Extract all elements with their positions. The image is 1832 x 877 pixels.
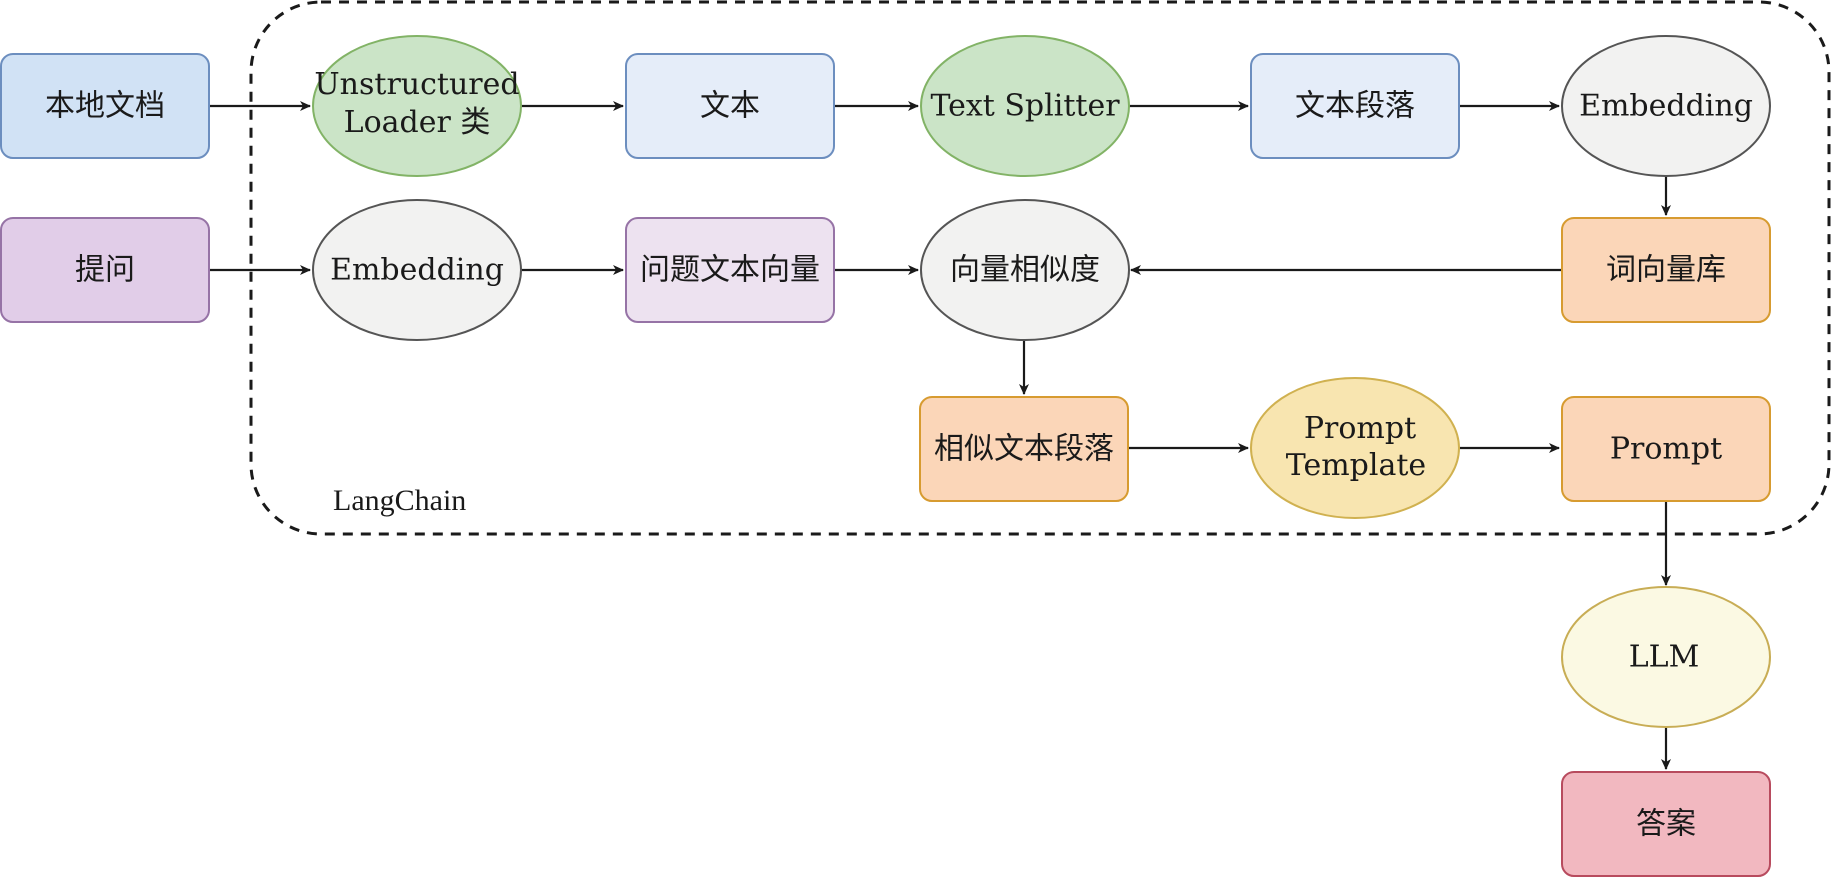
llm-node: LLM xyxy=(1561,586,1771,728)
local-doc-node: 本地文档 xyxy=(0,53,210,159)
prompt-template-line2: Template xyxy=(1286,448,1426,483)
text-splitter-node: Text Splitter xyxy=(920,35,1130,177)
question-label: 提问 xyxy=(75,253,135,288)
question-vector-label: 问题文本向量 xyxy=(640,253,820,288)
similar-paragraphs-node: 相似文本段落 xyxy=(919,396,1129,502)
prompt-label: Prompt xyxy=(1610,432,1722,467)
unstructured-loader-line2: Loader 类 xyxy=(344,105,491,140)
answer-node: 答案 xyxy=(1561,771,1771,877)
langchain-label: LangChain xyxy=(333,484,466,517)
vector-store-node: 词向量库 xyxy=(1561,217,1771,323)
vector-store-label: 词向量库 xyxy=(1606,253,1726,288)
vector-similarity-label: 向量相似度 xyxy=(950,253,1100,288)
answer-label: 答案 xyxy=(1636,807,1696,842)
embedding-question-label: Embedding xyxy=(330,253,504,288)
prompt-template-node: Prompt Template xyxy=(1250,377,1460,519)
edges xyxy=(209,101,1671,770)
text-label: 文本 xyxy=(700,89,760,124)
embedding-top-node: Embedding xyxy=(1561,35,1771,177)
unstructured-loader-node: Unstructured Loader 类 xyxy=(312,35,522,177)
prompt-node: Prompt xyxy=(1561,396,1771,502)
local-doc-label: 本地文档 xyxy=(45,89,165,124)
vector-similarity-node: 向量相似度 xyxy=(920,199,1130,341)
similar-paragraphs-label: 相似文本段落 xyxy=(934,432,1114,467)
llm-label: LLM xyxy=(1629,640,1700,675)
prompt-template-line1: Prompt xyxy=(1304,411,1416,446)
text-paragraphs-node: 文本段落 xyxy=(1250,53,1460,159)
embedding-question-node: Embedding xyxy=(312,199,522,341)
text-paragraphs-label: 文本段落 xyxy=(1295,89,1415,124)
question-node: 提问 xyxy=(0,217,210,323)
question-vector-node: 问题文本向量 xyxy=(625,217,835,323)
text-node: 文本 xyxy=(625,53,835,159)
unstructured-loader-line1: Unstructured xyxy=(314,67,519,102)
text-splitter-label: Text Splitter xyxy=(930,89,1120,124)
embedding-top-label: Embedding xyxy=(1579,89,1753,124)
